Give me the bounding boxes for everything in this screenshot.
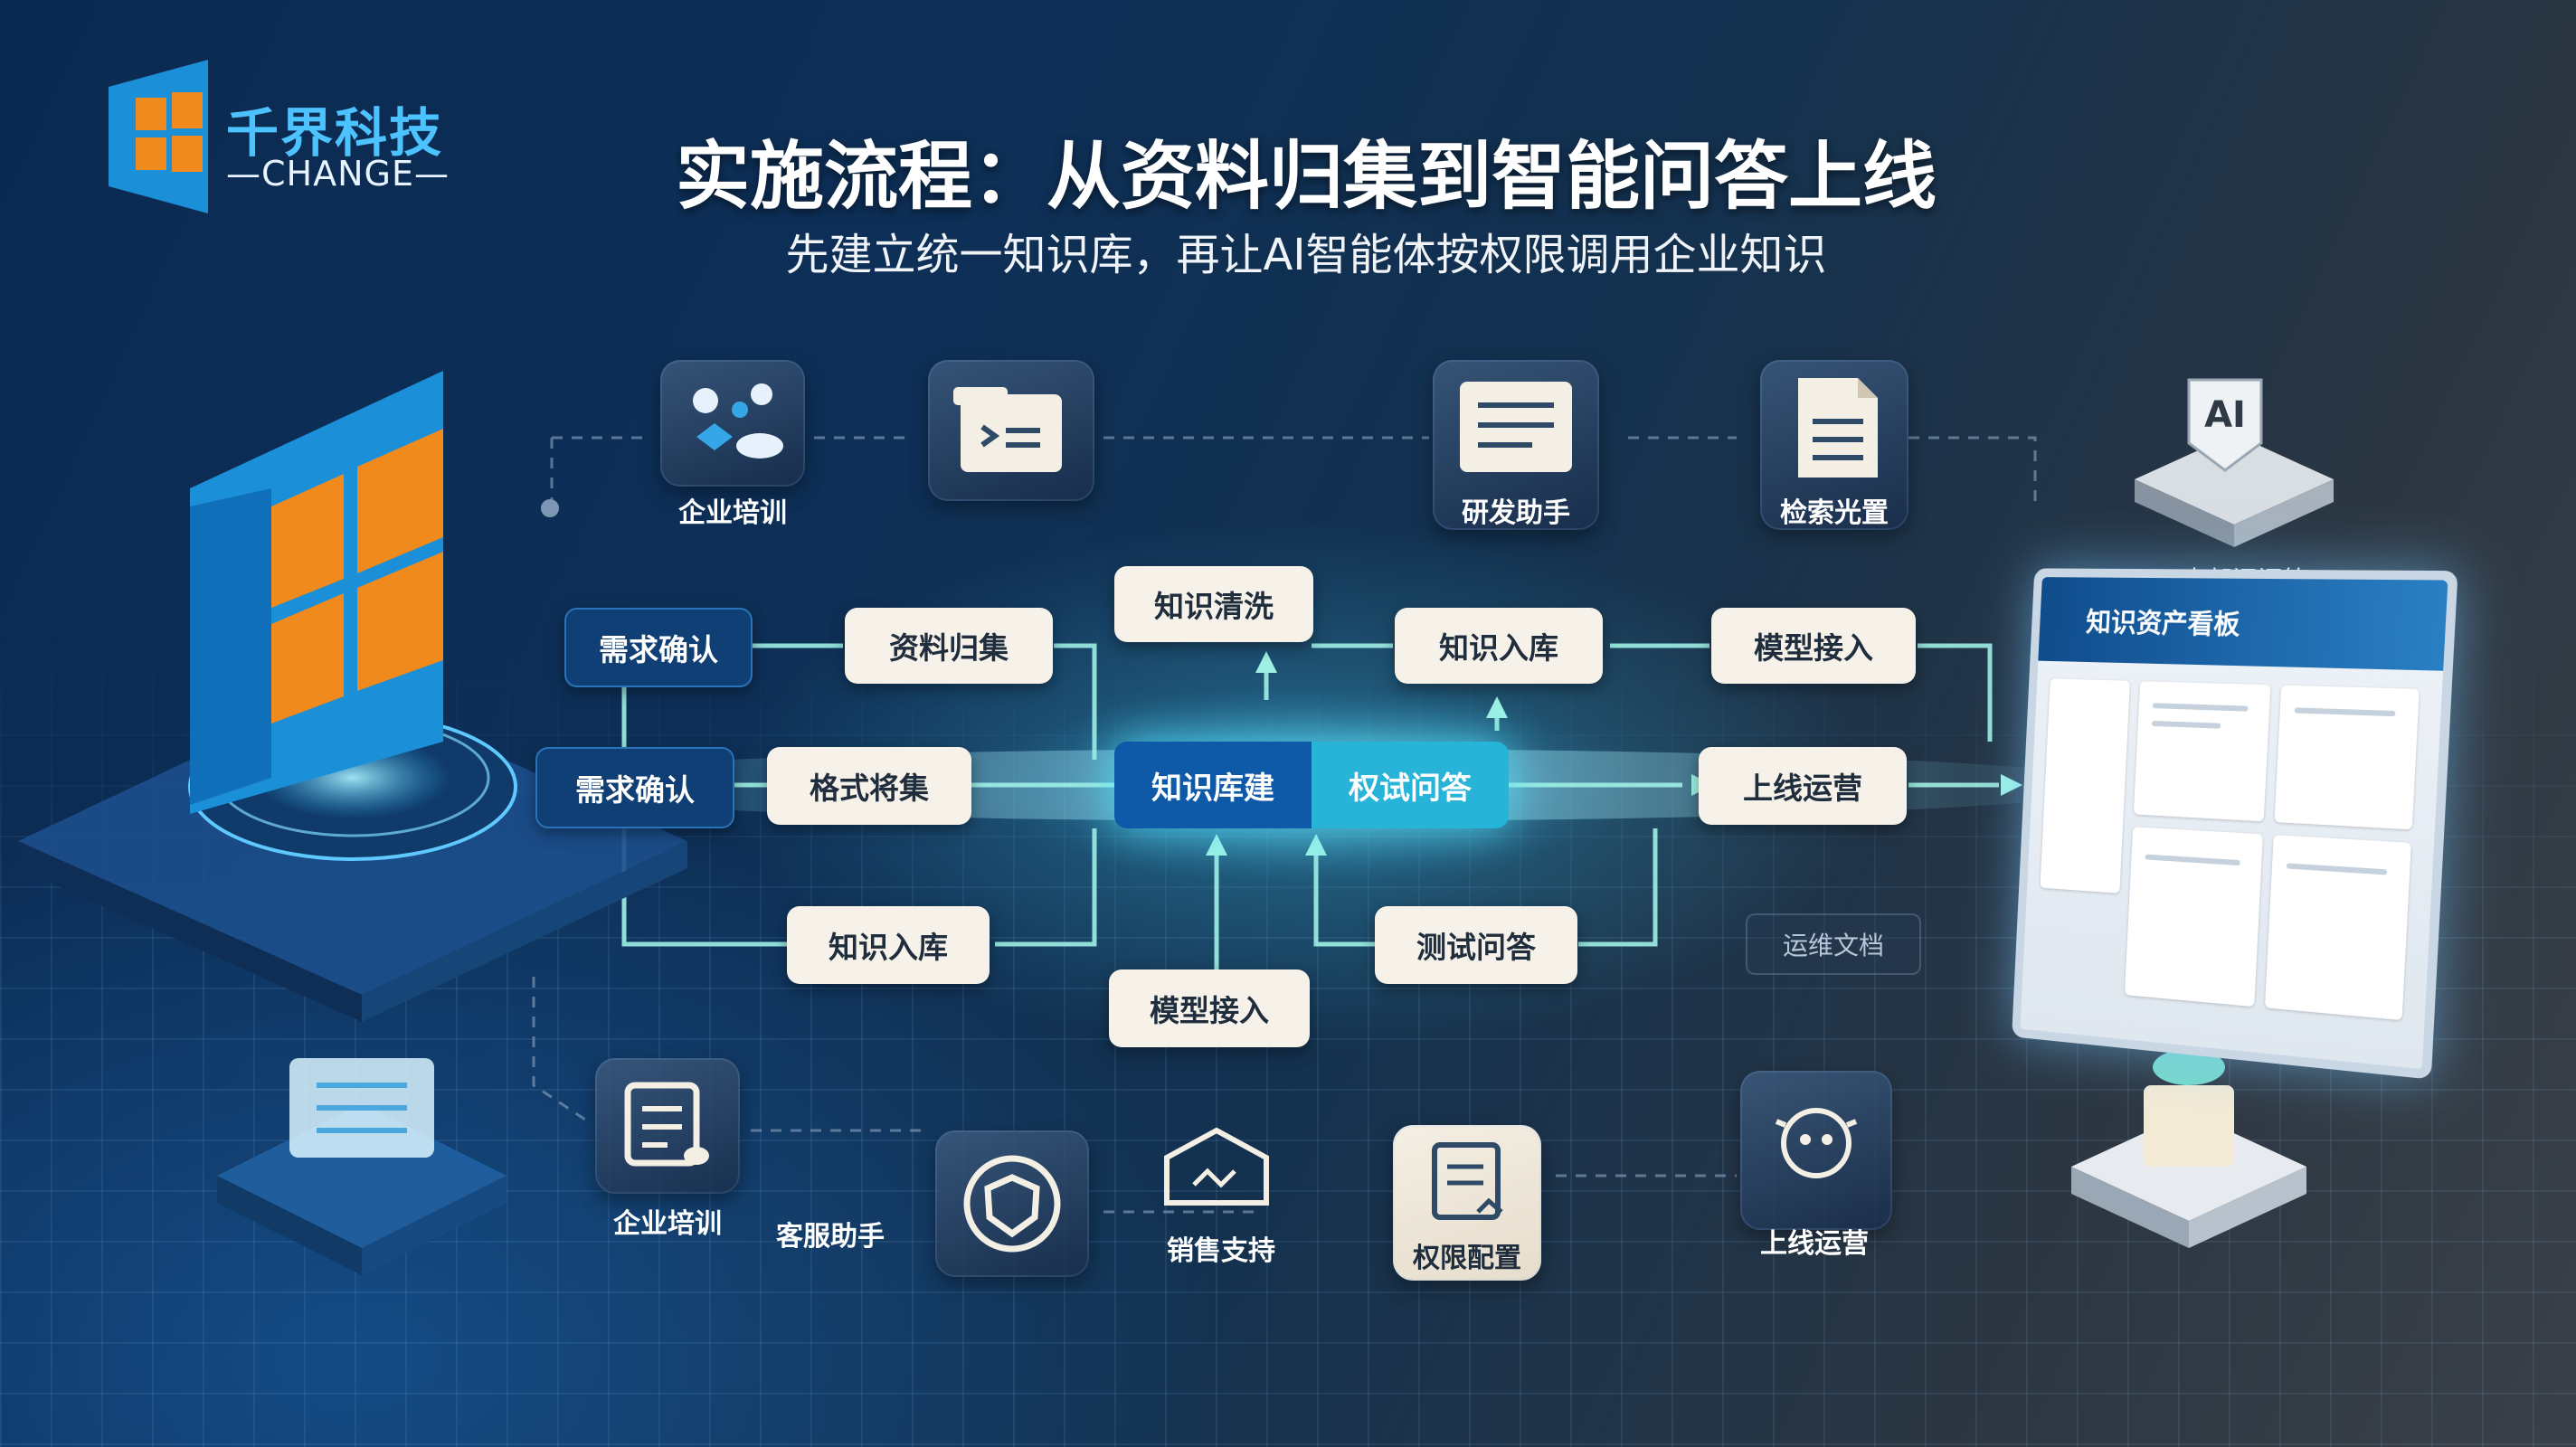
data-stack-emblem <box>217 1058 507 1275</box>
node-knowledge-ingest-top[interactable]: 知识入库 <box>1395 608 1603 684</box>
node-requirement-confirm-mid[interactable]: 需求确认 <box>535 747 734 828</box>
top-caption-rd-assistant: 研发助手 <box>1462 497 1570 529</box>
ops-docs-tag: 运维文档 <box>1746 913 1921 975</box>
top-caption-training: 企业培训 <box>678 497 787 529</box>
hub-knowledge-qa[interactable]: 知识库建 权试问答 <box>1114 742 1509 828</box>
logo-name: 千界科技 <box>226 102 444 164</box>
node-model-access-low[interactable]: 模型接入 <box>1109 969 1310 1047</box>
page-subtitle: 先建立统一知识库，再让AI智能体按权限调用企业知识 <box>785 230 1827 280</box>
node-requirement-confirm-top[interactable]: 需求确认 <box>564 608 753 687</box>
node-test-qa[interactable]: 测试问答 <box>1375 906 1577 984</box>
node-go-live-mid[interactable]: 上线运营 <box>1699 747 1907 825</box>
dashboard-sidebar <box>2040 678 2130 894</box>
bottom-caption-sales-support: 销售支持 <box>1167 1235 1275 1267</box>
page-title: 实施流程：从资料归集到智能问答上线 <box>675 134 1937 220</box>
bottom-caption-customer-service: 客服助手 <box>776 1221 885 1253</box>
bottom-caption-training: 企业培训 <box>613 1208 722 1240</box>
bottom-caption-go-live: 上线运营 <box>1760 1228 1869 1260</box>
node-knowledge-ingest-low[interactable]: 知识入库 <box>787 906 990 984</box>
rd-document-icon <box>1433 360 1599 530</box>
training-list-icon <box>595 1058 740 1194</box>
ai-badge-label: AI <box>2204 394 2246 436</box>
dashboard-card <box>2124 827 2263 1007</box>
shield-icon <box>935 1130 1089 1277</box>
dashboard-title: 知识资产看板 <box>2085 607 2241 642</box>
logo-emblem-large <box>18 371 687 1022</box>
node-model-access-top[interactable]: 模型接入 <box>1711 608 1916 684</box>
folder-icon <box>928 360 1094 501</box>
company-logo-mark <box>109 60 208 213</box>
training-cloud-icon <box>660 360 805 487</box>
top-caption-search-config: 检索光置 <box>1780 497 1889 529</box>
dashboard-card <box>2264 835 2411 1021</box>
permission-config-icon <box>1393 1125 1541 1281</box>
hub-permission-qa[interactable]: 权试问答 <box>1312 742 1509 828</box>
knowledge-dashboard-screen: 知识资产看板 <box>2012 568 2458 1080</box>
node-knowledge-cleaning[interactable]: 知识清洗 <box>1114 566 1313 642</box>
ai-badge-block <box>2135 378 2334 547</box>
node-data-collection[interactable]: 资料归集 <box>845 608 1053 684</box>
knowledge-stack-emblem <box>2071 1049 2306 1248</box>
go-live-robot-icon <box>1740 1071 1892 1230</box>
logo-subtitle: —CHANGE— <box>226 154 450 194</box>
node-format-collection[interactable]: 格式将集 <box>767 747 971 825</box>
hub-knowledge-base[interactable]: 知识库建 <box>1114 742 1312 828</box>
search-config-document-icon <box>1760 360 1908 530</box>
bottom-caption-permission-config: 权限配置 <box>1413 1243 1521 1274</box>
sales-envelope-icon <box>1164 1127 1269 1206</box>
